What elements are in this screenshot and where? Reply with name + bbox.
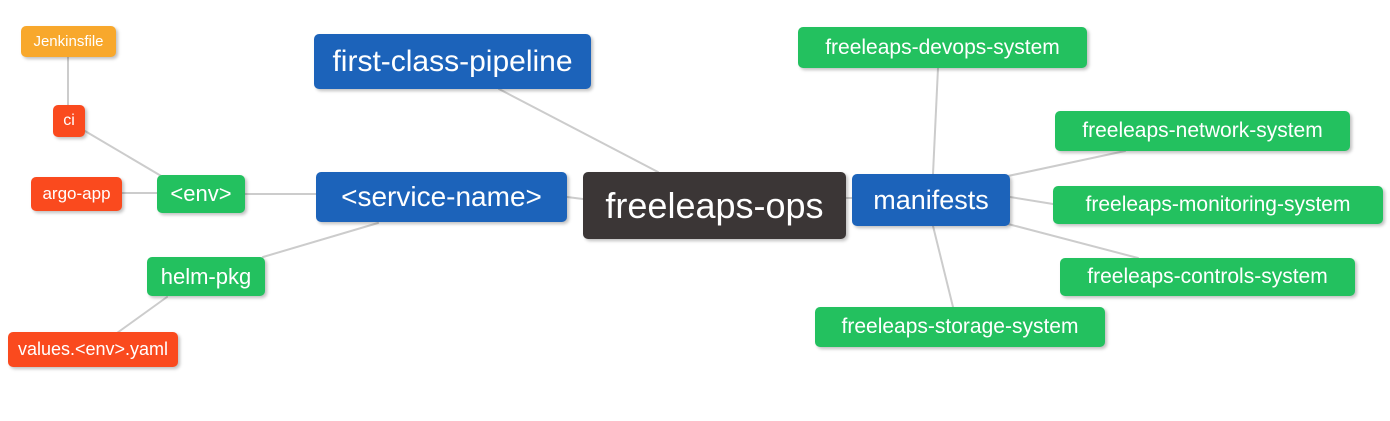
edge-manifests-to-freeleaps-network-system — [1007, 150, 1126, 177]
edge-manifests-to-freeleaps-devops-system — [932, 67, 939, 175]
node-freeleaps-network-system[interactable]: freeleaps-network-system — [1055, 111, 1350, 151]
node-freeleaps-ops[interactable]: freeleaps-ops — [583, 172, 846, 239]
node-freeleaps-storage-system[interactable]: freeleaps-storage-system — [815, 307, 1105, 347]
edge-helm-pkg-to-service-name — [262, 222, 379, 258]
node-argo-app[interactable]: argo-app — [31, 177, 122, 211]
edge-first-class-pipeline-to-freeleaps-ops — [498, 88, 659, 173]
edge-service-name-to-freeleaps-ops — [566, 196, 584, 200]
edge-manifests-to-freeleaps-monitoring-system — [1009, 196, 1054, 205]
node-helm-pkg[interactable]: helm-pkg — [147, 257, 265, 296]
node-jenkinsfile[interactable]: Jenkinsfile — [21, 26, 116, 57]
node-env[interactable]: <env> — [157, 175, 245, 213]
node-first-class-pipeline[interactable]: first-class-pipeline — [314, 34, 591, 89]
edge-manifests-to-freeleaps-controls-system — [1007, 223, 1139, 259]
edge-ci-to-env — [84, 130, 169, 181]
node-service-name[interactable]: <service-name> — [316, 172, 567, 222]
node-freeleaps-monitoring-system[interactable]: freeleaps-monitoring-system — [1053, 186, 1383, 224]
edge-manifests-to-freeleaps-storage-system — [932, 225, 954, 308]
node-values-env-yaml[interactable]: values.<env>.yaml — [8, 332, 178, 367]
node-manifests[interactable]: manifests — [852, 174, 1010, 226]
node-ci[interactable]: ci — [53, 105, 85, 137]
node-freeleaps-devops-system[interactable]: freeleaps-devops-system — [798, 27, 1087, 68]
node-freeleaps-controls-system[interactable]: freeleaps-controls-system — [1060, 258, 1355, 296]
edge-values-env-yaml-to-helm-pkg — [116, 296, 168, 334]
